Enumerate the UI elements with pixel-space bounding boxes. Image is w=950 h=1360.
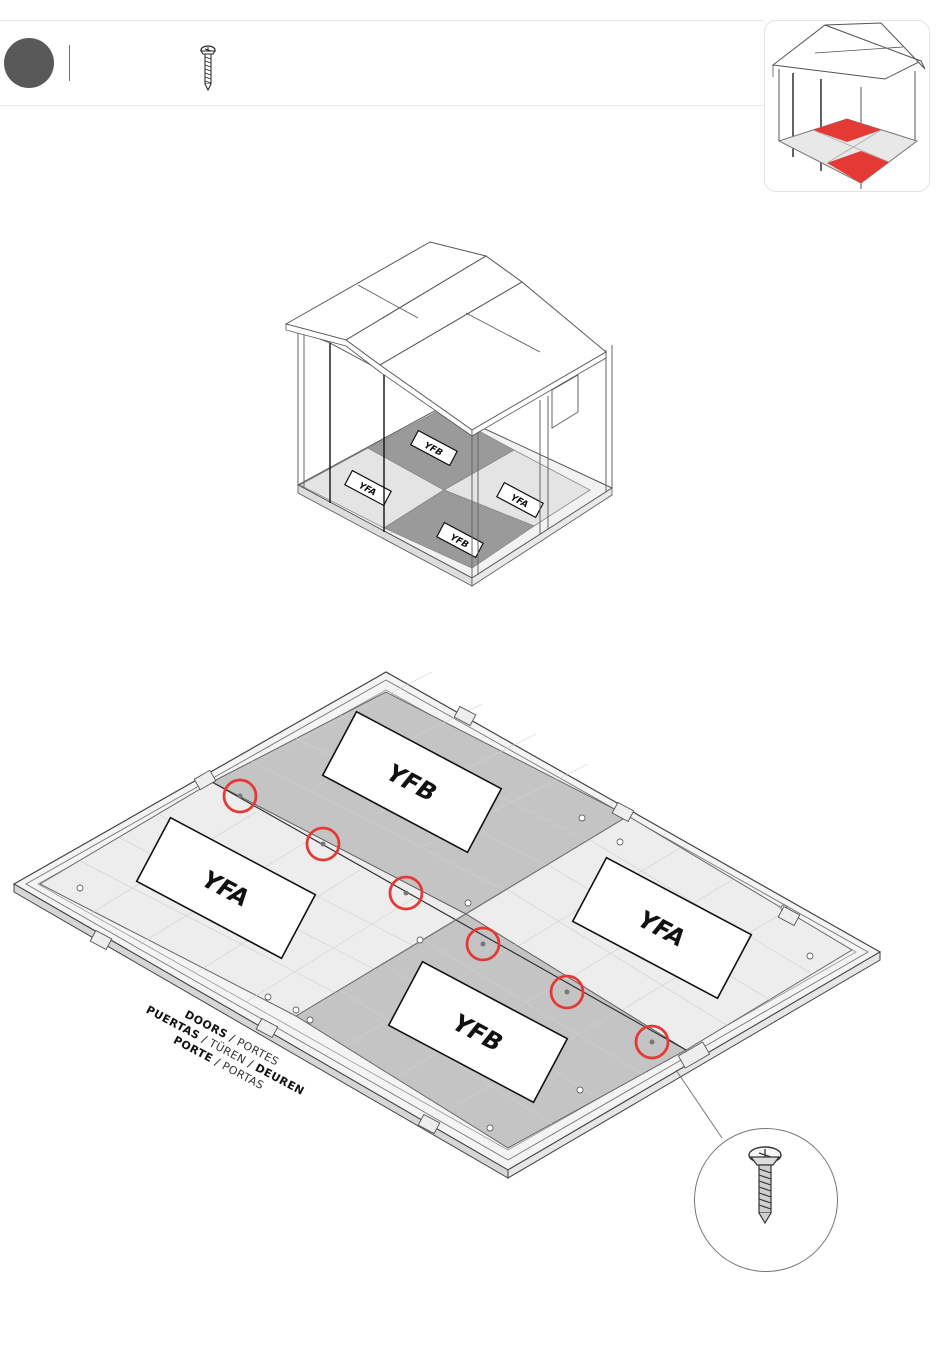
screw-icon [695, 1129, 837, 1271]
screw-point-5 [565, 990, 570, 995]
zoom-leader-line [676, 1070, 722, 1138]
shed-overview: YFA YFB YFA YFB [286, 242, 612, 586]
screw-point-4 [481, 942, 486, 947]
screw-point-3 [404, 891, 409, 896]
floor-detail: YFB YFA YFA YFB [14, 672, 880, 1178]
screw-zoom-detail [694, 1128, 838, 1272]
screw-point-2 [321, 842, 326, 847]
screw-point-1 [238, 794, 243, 799]
screw-point-6 [650, 1040, 655, 1045]
